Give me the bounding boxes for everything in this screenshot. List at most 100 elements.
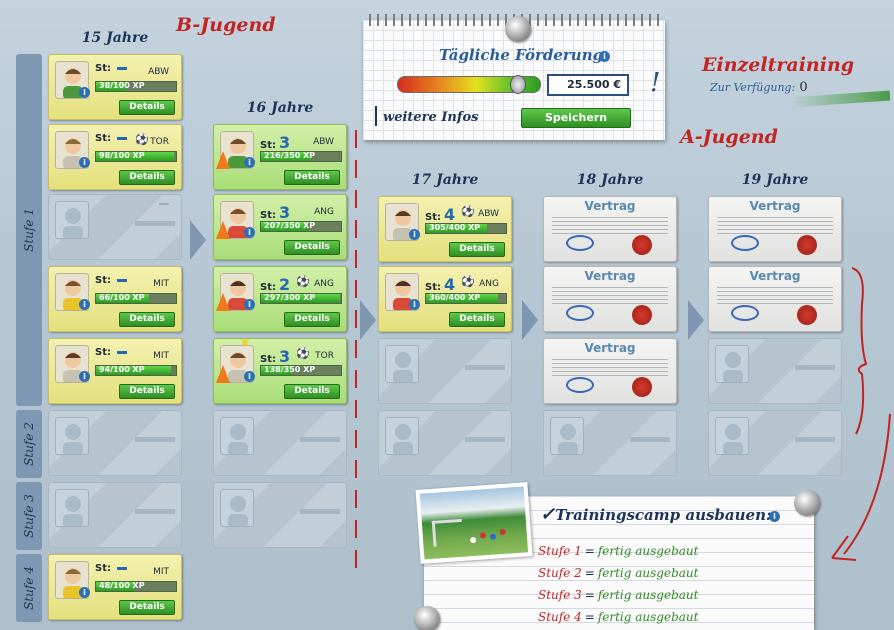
trainer-icon: ⚽: [296, 347, 310, 360]
player-position: ABW: [148, 67, 169, 77]
funding-amount-field[interactable]: 25.500 €: [547, 74, 629, 96]
details-button[interactable]: Details: [119, 600, 175, 615]
camp-level-row: Stufe 1=fertig ausgebaut: [538, 544, 699, 558]
empty-slot: [48, 410, 182, 476]
info-icon[interactable]: i: [244, 371, 255, 382]
player-card: i St:2 ⚽ ANG 297/300 XP Details: [213, 266, 347, 332]
camp-level-row: Stufe 3=fertig ausgebaut: [538, 588, 699, 602]
info-icon[interactable]: i: [244, 227, 255, 238]
info-icon[interactable]: i: [79, 371, 90, 382]
details-button[interactable]: Details: [284, 312, 340, 327]
xp-bar: 216/350 XP: [260, 151, 342, 162]
trainer-icon: ⚽: [135, 133, 149, 146]
seal-icon: [797, 305, 817, 325]
einzel-available-count: 0: [799, 80, 808, 95]
empty-avatar-icon: [385, 417, 419, 455]
details-button[interactable]: Details: [284, 384, 340, 399]
funding-title: Tägliche Förderung: [439, 46, 604, 64]
info-icon[interactable]: i: [599, 51, 610, 62]
details-button[interactable]: Details: [449, 312, 505, 327]
pin-icon: [414, 606, 440, 630]
player-strength: St:: [95, 63, 127, 74]
progress-arrow: [360, 300, 376, 340]
info-icon[interactable]: i: [244, 157, 255, 168]
player-strength: St:2: [260, 275, 291, 294]
details-button[interactable]: Details: [119, 170, 175, 185]
player-strength: St:4: [425, 205, 456, 224]
save-button[interactable]: Speichern: [521, 108, 631, 128]
captain-crown-icon: ♛: [240, 336, 250, 349]
contract-card[interactable]: Vertrag: [708, 196, 842, 262]
player-card: i St:3 ABW 216/350 XP Details: [213, 124, 347, 190]
seal-icon: [632, 235, 652, 255]
tier-label-4: Stufe 4: [16, 554, 42, 622]
info-icon[interactable]: i: [79, 87, 90, 98]
player-position: TOR: [150, 137, 169, 147]
details-button[interactable]: Details: [449, 242, 505, 257]
info-icon[interactable]: i: [244, 299, 255, 310]
empty-slot: [48, 482, 182, 548]
xp-bar: 94/100 XP: [95, 365, 177, 376]
column-title-15: 15 Jahre: [81, 30, 149, 46]
player-card: i St:4 ⚽ ANG 360/400 XP Details: [378, 266, 512, 332]
info-icon[interactable]: i: [409, 229, 420, 240]
xp-bar: 66/100 XP: [95, 293, 177, 304]
funding-slider[interactable]: [397, 75, 541, 94]
column-title-18: 18 Jahre: [576, 172, 644, 188]
xp-bar: 207/350 XP: [260, 221, 342, 232]
progress-arrow: [522, 300, 538, 340]
contract-title: Vertrag: [749, 269, 801, 283]
empty-avatar-icon: [385, 345, 419, 383]
more-info-link[interactable]: weitere Infos: [383, 110, 479, 125]
player-strength: St:3: [260, 203, 291, 222]
empty-avatar-icon: [715, 417, 749, 455]
player-avatar: [55, 131, 89, 169]
details-button[interactable]: Details: [119, 384, 175, 399]
column-title-17: 17 Jahre: [411, 172, 479, 188]
empty-avatar-icon: [550, 417, 584, 455]
details-button[interactable]: Details: [119, 100, 175, 115]
info-icon[interactable]: i: [79, 299, 90, 310]
xp-bar: 297/300 XP: [260, 293, 342, 304]
contract-card[interactable]: Vertrag: [708, 266, 842, 332]
info-icon[interactable]: i: [79, 157, 90, 168]
einzeltraining-label: Einzeltraining: [702, 54, 855, 76]
empty-avatar-icon: [220, 417, 254, 455]
empty-slot: [213, 410, 347, 476]
field-photo-icon: [431, 518, 506, 547]
check-icon: ✓: [540, 504, 556, 525]
empty-slot: [378, 338, 512, 404]
training-cone-icon: [216, 221, 230, 239]
info-icon[interactable]: i: [769, 511, 780, 522]
info-icon[interactable]: i: [409, 299, 420, 310]
details-button[interactable]: Details: [119, 312, 175, 327]
player-position: ANG: [314, 279, 334, 289]
exclamation-mark: !: [650, 68, 661, 98]
slider-knob[interactable]: [509, 75, 526, 94]
contract-card[interactable]: Vertrag: [543, 338, 677, 404]
player-position: TOR: [315, 351, 334, 361]
player-strength: St:: [95, 563, 127, 574]
xp-bar: 360/400 XP: [425, 293, 507, 304]
xp-bar: 305/400 XP: [425, 223, 507, 234]
player-card: i St: ⚽ TOR 98/100 XP Details: [48, 124, 182, 190]
details-button[interactable]: Details: [284, 240, 340, 255]
contract-card[interactable]: Vertrag: [543, 196, 677, 262]
details-button[interactable]: Details: [284, 170, 340, 185]
contract-card[interactable]: Vertrag: [543, 266, 677, 332]
xp-bar: 38/100 XP: [95, 81, 177, 92]
player-position: MIT: [153, 567, 169, 577]
player-position: ANG: [479, 279, 499, 289]
hand-drawn-arrow: [831, 267, 891, 561]
einzel-available-label: Zur Verfügung:: [710, 81, 796, 94]
stamp-icon: [566, 305, 594, 321]
player-position: ANG: [314, 207, 334, 217]
info-icon[interactable]: i: [79, 587, 90, 598]
player-strength: St:3: [260, 133, 291, 152]
player-avatar: [55, 61, 89, 99]
player-position: MIT: [153, 351, 169, 361]
einzeltraining-available: Zur Verfügung:0: [710, 80, 808, 95]
empty-slot: [48, 194, 182, 260]
player-card: i St:4 ⚽ ABW 305/400 XP Details: [378, 196, 512, 262]
player-card: i St:3 ANG 207/350 XP Details: [213, 194, 347, 260]
